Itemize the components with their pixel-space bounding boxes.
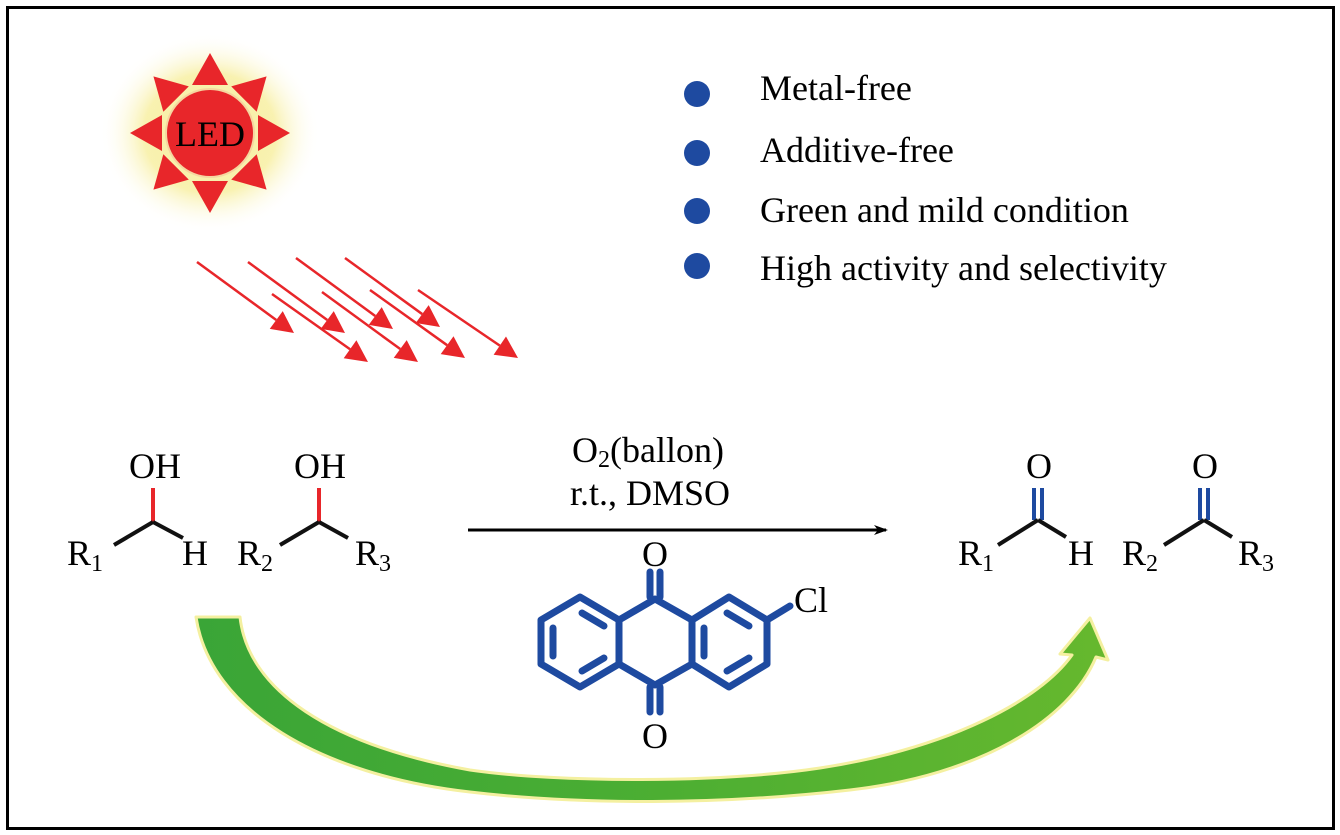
light-ray-arrow [344,256,440,327]
hydrogen-label: H [182,533,208,573]
feature-label: High activity and selectivity [760,248,1167,288]
aromatic-double-bond [723,609,753,630]
hydroxyl-label: OH [129,446,181,486]
figure-border [6,6,1335,830]
light-ray-arrow [271,292,368,362]
sun-disc [165,88,255,178]
hydrogen-label: H [1068,533,1094,573]
chlorine-label: Cl [794,580,828,620]
bullet-dot-icon [684,198,710,224]
reactant-secondary-alcohol: OH R2 R3 [237,446,391,577]
light-ray-arrows [196,256,518,362]
feature-list: Metal-free Additive-free Green and mild … [684,68,1167,288]
catalyst-oxygen-bottom: O [642,716,668,756]
aromatic-double-bond [578,654,608,675]
r3-label: R3 [355,533,391,577]
light-ray-arrow [247,260,345,333]
feature-label: Green and mild condition [760,190,1129,230]
carbonyl-oxygen-label: O [1026,446,1052,486]
feature-item: Metal-free [684,68,912,108]
feature-item: Additive-free [684,130,954,170]
r1-label: R1 [67,533,103,577]
sun-ray [153,154,189,190]
bond [1036,518,1068,539]
light-ray-arrow [295,256,393,329]
light-ray-arrow [321,290,418,362]
green-cycle-arrow [194,615,1110,803]
feature-label: Additive-free [760,130,954,170]
c-cl-bond [763,602,794,624]
r2-label: R2 [1122,533,1158,577]
sun-ray [192,181,228,213]
hydroxyl-label: OH [294,446,346,486]
r2-label: R2 [237,533,273,577]
bond [1162,518,1206,547]
led-label: LED [175,114,245,154]
sun-rays [130,53,290,213]
carbonyl-oxygen-label: O [1192,446,1218,486]
reaction-conditions: O2(ballon) r.t., DMSO [468,430,888,535]
r3-label: R3 [1238,533,1274,577]
sun-ray [258,115,290,151]
bond [152,520,184,540]
central-ring-bottom [615,660,696,689]
feature-item: High activity and selectivity [684,248,1167,288]
bond [278,520,321,547]
oxidant-label: O2(ballon) [572,430,724,473]
sun-ray [192,53,228,85]
sun-ray [130,115,162,151]
light-ray-arrow [196,260,294,333]
sun-ray [231,154,267,190]
sun-ray [231,76,267,112]
product-ketone: O R2 R3 [1122,446,1274,577]
catalyst-oxygen-top: O [642,534,668,574]
feature-item: Green and mild condition [684,190,1129,230]
bond [996,518,1040,547]
solvent-temp-label: r.t., DMSO [570,473,730,513]
light-ray-arrow [417,288,518,358]
r1-label: R1 [958,533,994,577]
right-benzene-ring [688,593,771,691]
catalyst-2-chloroanthraquinone [537,568,794,716]
led-sun-icon: LED [100,33,320,233]
bond [1202,518,1234,539]
bullet-dot-icon [684,81,710,107]
central-ring-top [615,595,696,624]
bullet-dot-icon [684,140,710,166]
cycle-arrow-shape [194,615,1110,803]
feature-label: Metal-free [760,68,912,108]
aromatic-double-bond [723,654,753,675]
product-aldehyde: O R1 H [958,446,1094,577]
aromatic-double-bond [578,609,608,630]
bullet-dot-icon [684,253,710,279]
light-ray-arrow [369,288,465,358]
bond [318,520,349,540]
reactant-primary-alcohol: OH R1 H [67,446,208,577]
bond [112,520,155,547]
sun-ray [153,76,189,112]
